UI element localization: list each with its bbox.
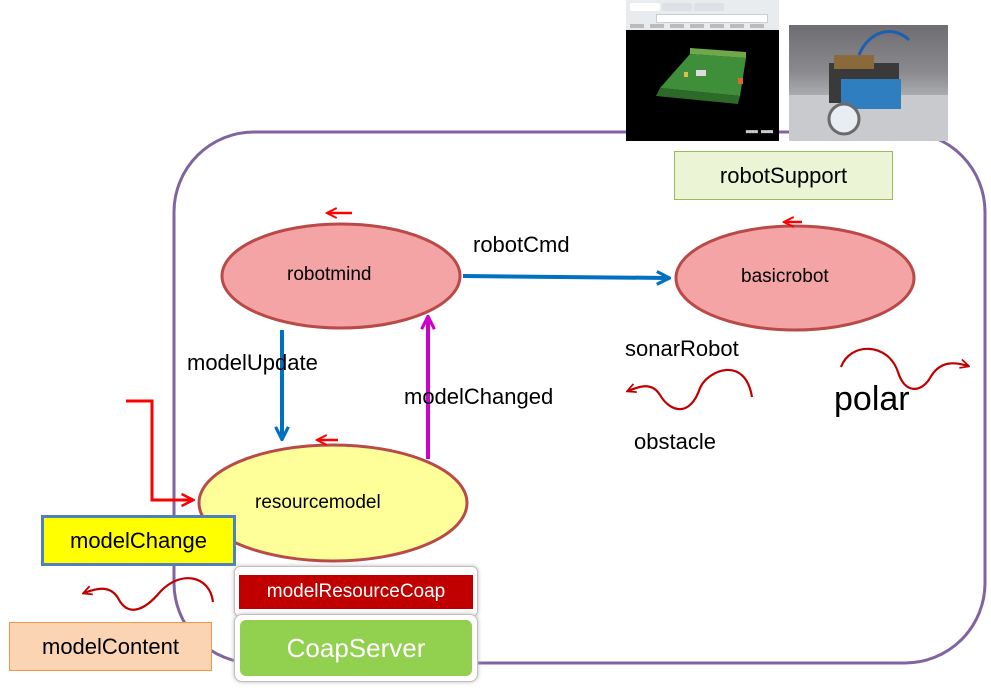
basicrobot-node[interactable] xyxy=(674,224,916,332)
browser-toolbar xyxy=(626,0,779,30)
robot-icon xyxy=(789,30,948,141)
polar-event-squiggle xyxy=(839,347,968,390)
made-with-caption-image: ■■■■ ■■■■ xyxy=(745,129,773,135)
modelupdate-label: modelUpdate xyxy=(187,350,318,375)
bookmarks-bar xyxy=(630,24,770,28)
modelcontent-box[interactable]: modelContent xyxy=(9,622,212,671)
robotcmd-label: robotCmd xyxy=(473,232,570,257)
browser-tab xyxy=(630,3,660,11)
robot-photo xyxy=(789,25,948,141)
model-content-squiggle xyxy=(84,577,215,611)
modelresourcecoap-box[interactable]: modelResourceCoap xyxy=(239,574,473,609)
modelresourcecoap-frame: modelResourceCoap xyxy=(234,566,478,617)
obstacle-event-squiggle xyxy=(628,368,754,411)
coapserver-box[interactable]: CoapServer xyxy=(240,620,472,676)
modelchange-box[interactable]: modelChange xyxy=(41,515,236,566)
robotsupport-box[interactable]: robotSupport xyxy=(674,151,893,200)
polar-label: polar xyxy=(834,380,910,418)
modelchanged-label: modelChanged xyxy=(404,384,554,409)
model-change-input-arrow xyxy=(126,399,192,500)
robotcmd-arrow xyxy=(462,276,668,278)
robotmind-label: robotmind xyxy=(287,264,372,285)
resourcemodel-node[interactable] xyxy=(197,443,469,563)
browser-tab xyxy=(694,3,724,11)
robotmind-node[interactable] xyxy=(220,222,462,330)
system-container xyxy=(172,130,987,665)
browser-tab xyxy=(662,3,692,11)
obstacle-label: obstacle xyxy=(634,429,716,454)
resourcemodel-label: resourcemodel xyxy=(255,492,381,513)
sonarrobot-label: sonarRobot xyxy=(625,336,739,361)
3d-scene-icon xyxy=(656,48,746,104)
coapserver-frame: CoapServer xyxy=(234,614,478,682)
web-scene-screenshot: ■■■■ ■■■■ xyxy=(626,0,779,141)
address-bar xyxy=(656,14,768,23)
basicrobot-label: basicrobot xyxy=(741,266,829,287)
